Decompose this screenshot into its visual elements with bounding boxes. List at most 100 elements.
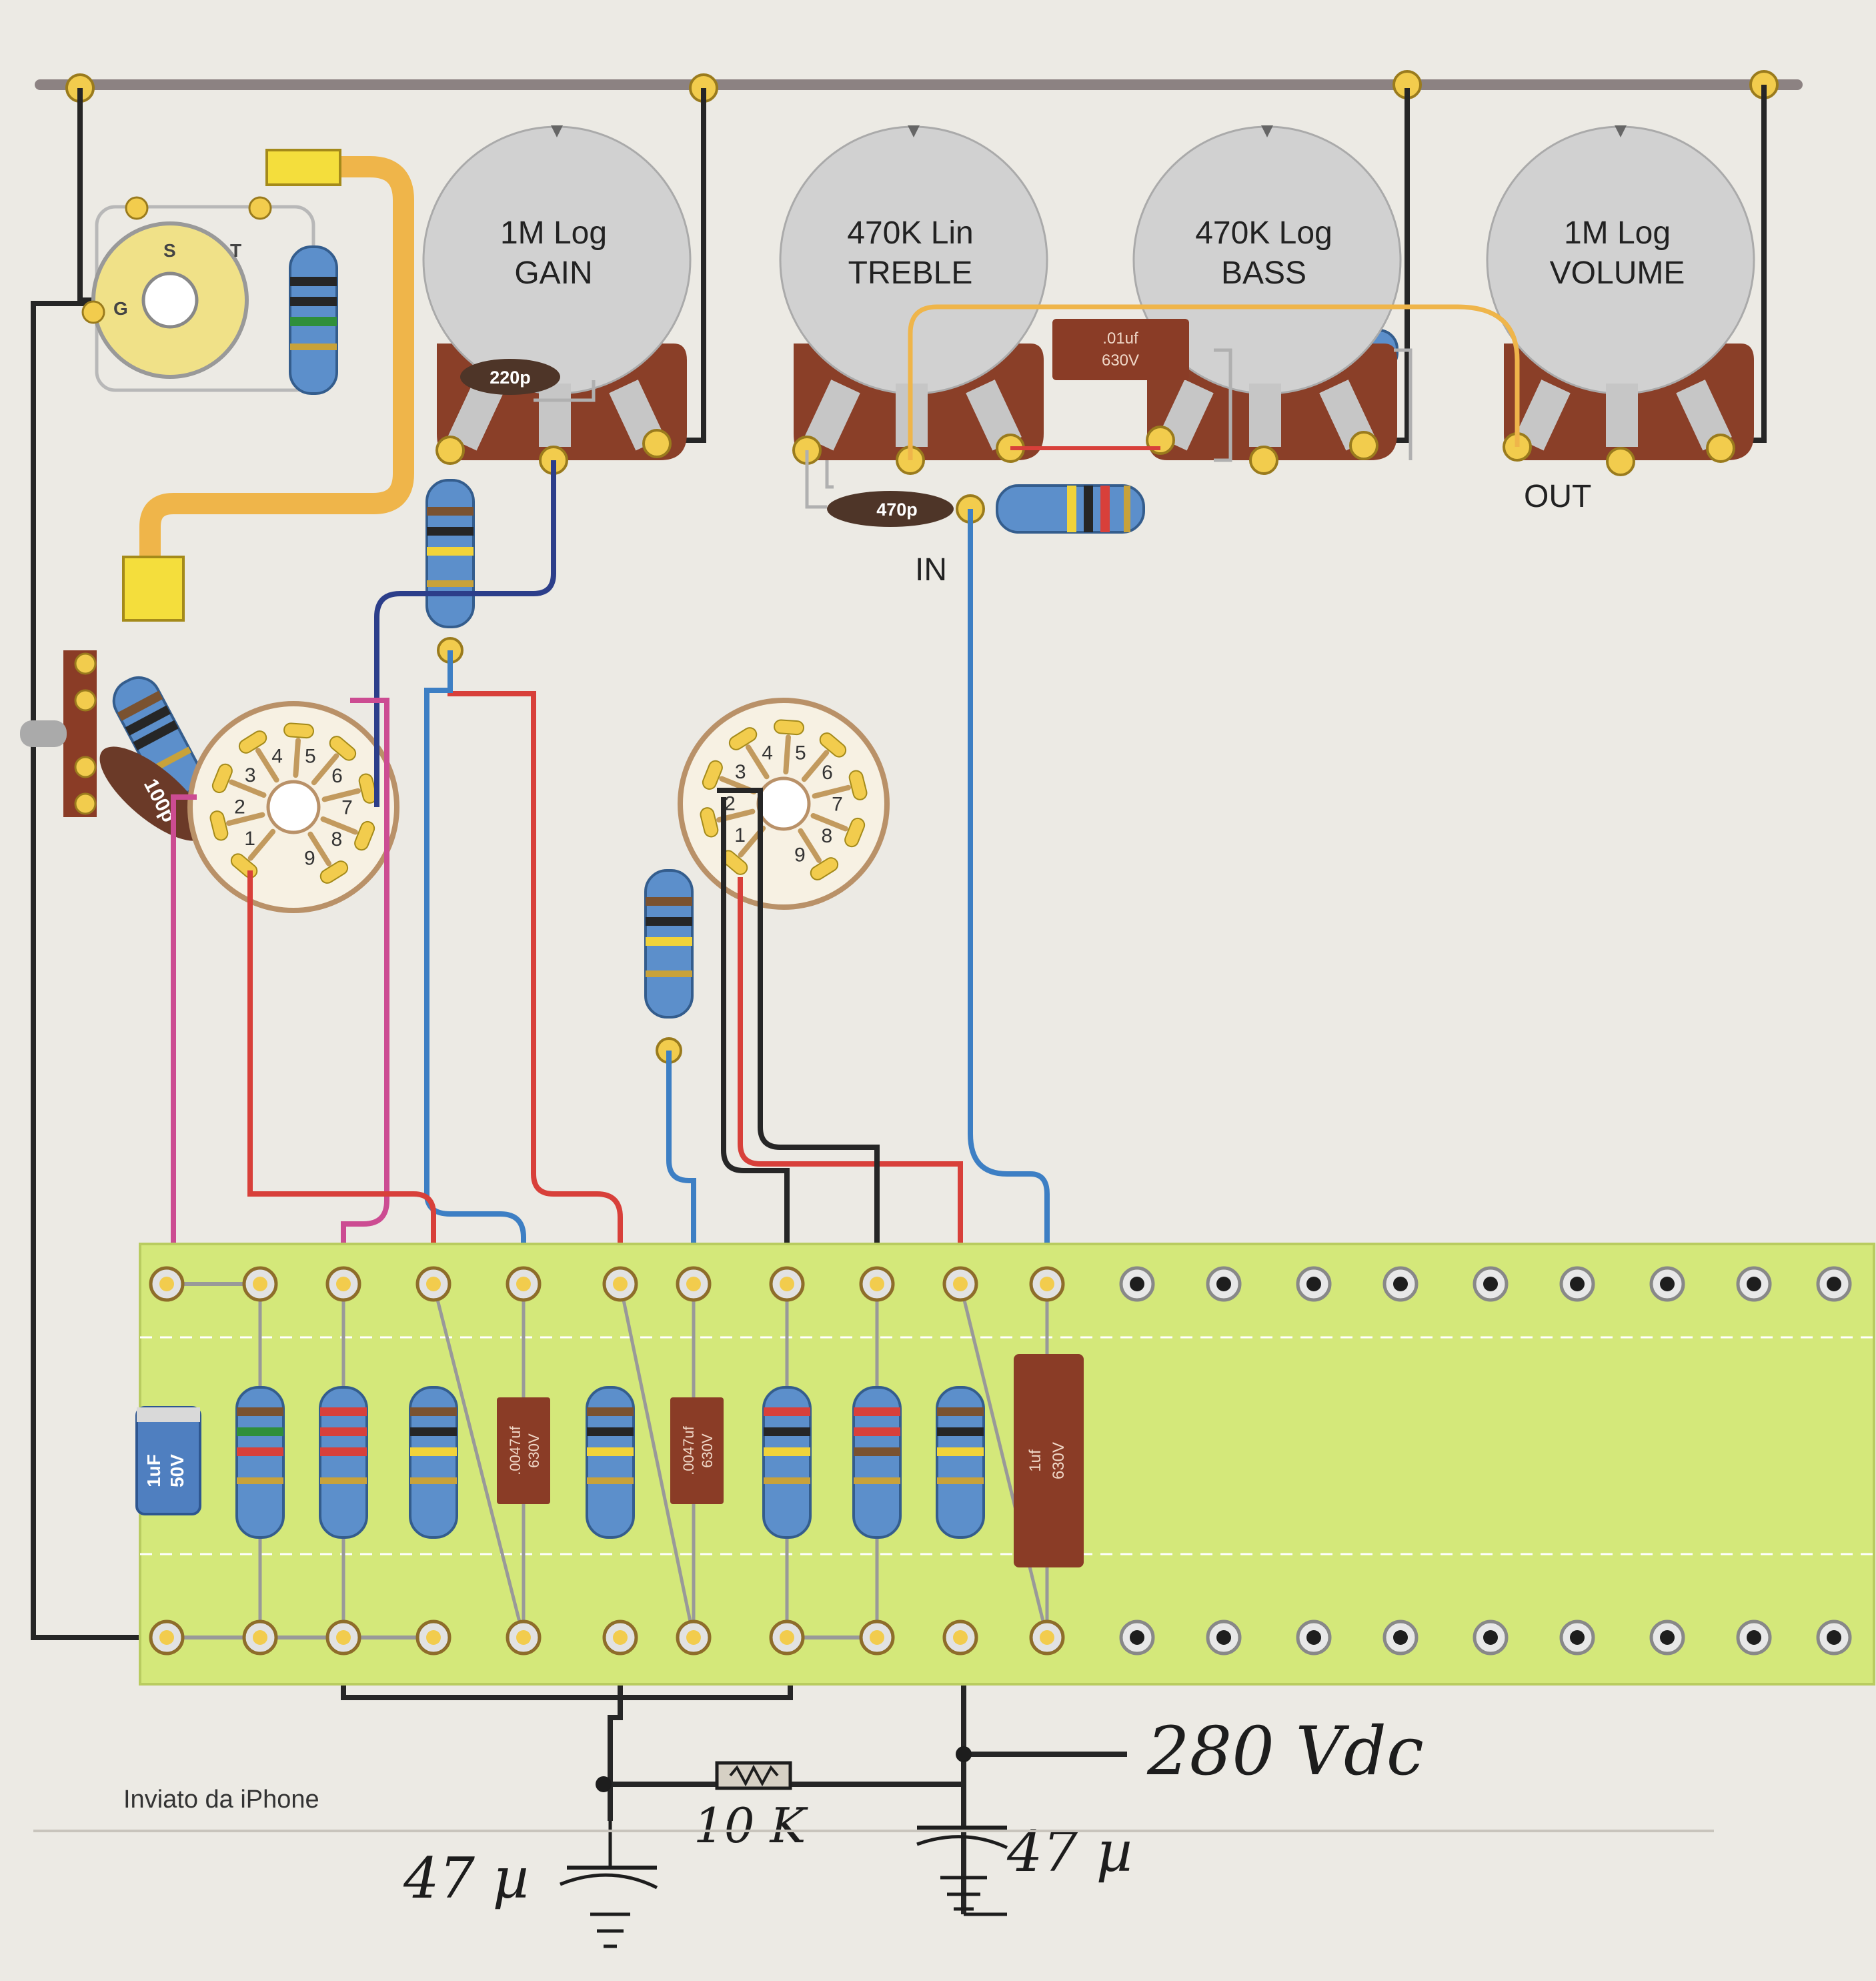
treble-cap-wire	[805, 450, 827, 509]
turret-core-bottom-2	[253, 1630, 267, 1645]
turret-core-bottom-3	[336, 1630, 351, 1645]
turret-core-top-4	[426, 1277, 441, 1291]
v2-pin-spoke-7	[812, 784, 852, 799]
tone-in-label: IN	[915, 552, 947, 588]
turret-core-top-3	[336, 1277, 351, 1291]
turret-board	[139, 1243, 1875, 1686]
electrolytic-cap-voltage: 50V	[167, 1454, 187, 1487]
board-resistor-7	[936, 1386, 985, 1539]
electrolytic-cap-value: 1uF	[143, 1454, 164, 1487]
turret-core-top-6	[613, 1277, 628, 1291]
v2-pin-spoke-6	[801, 750, 830, 782]
v1-pin-slot-9	[319, 860, 349, 884]
v2-pin-slot-5	[774, 719, 804, 736]
v2-pin-slot-9	[810, 857, 839, 880]
pot-treble-name: TREBLE	[848, 255, 973, 291]
v1-pin-slot-6	[329, 736, 357, 761]
handwritten-cap-right: 47 µ	[1006, 1819, 1132, 1884]
board-cap-2: .0047uf 630V	[670, 1397, 724, 1504]
v1-pin-spoke-9	[307, 831, 331, 866]
board-cap-3-value: 1uf	[1026, 1449, 1044, 1472]
turret-core-top-19	[1747, 1277, 1761, 1291]
turret-core-top-13	[1216, 1277, 1231, 1291]
v2-pin-label-7: 7	[832, 794, 843, 816]
turret-core-top-17	[1570, 1277, 1585, 1291]
v2-pin-spoke-4	[746, 744, 770, 780]
turret-core-bottom-5	[516, 1630, 531, 1645]
board-resistor-3	[409, 1386, 458, 1539]
turret-core-top-12	[1130, 1277, 1144, 1291]
turret-core-top-18	[1660, 1277, 1675, 1291]
jack-lug-t: T	[230, 240, 241, 261]
pot-gain-name: GAIN	[514, 255, 592, 291]
board-resistors	[235, 1386, 985, 1539]
v2-pin-spoke-5	[783, 734, 791, 775]
pot-bass-value: 470K Log	[1195, 215, 1332, 251]
board-turrets	[149, 1266, 1852, 1656]
v1-pin-label-4: 4	[271, 745, 283, 767]
tone-cap-voltage: 630V	[1102, 352, 1139, 370]
v2-pin-spoke-8	[810, 812, 848, 832]
turret-core-top-2	[253, 1277, 267, 1291]
v2-pin-label-3: 3	[735, 761, 746, 783]
pot-bass-name: BASS	[1221, 255, 1306, 291]
v2-pin-label-5: 5	[795, 742, 806, 764]
input-jack: S T G	[81, 196, 315, 392]
pot-treble: 470K Lin TREBLE	[779, 125, 1048, 460]
turret-core-top-7	[686, 1277, 701, 1291]
v1-pin-slot-3	[211, 763, 233, 794]
turret-core-top-10	[953, 1277, 968, 1291]
v2-pin-label-1: 1	[734, 824, 746, 846]
board-cap-3-voltage: 630V	[1050, 1442, 1068, 1479]
turret-core-bottom-9	[870, 1630, 884, 1645]
v1-pin-spoke-2	[225, 812, 265, 826]
v1-pin-spoke-6	[311, 753, 339, 786]
turret-core-bottom-19	[1747, 1630, 1761, 1645]
turret-core-bottom-20	[1827, 1630, 1841, 1645]
v1-pin-slot-5	[283, 722, 314, 739]
plate-resistor-v1a	[425, 479, 475, 628]
cap-470p-label: 470p	[876, 500, 918, 520]
board-resistor-1	[235, 1386, 285, 1539]
v1-pin-slot-4	[238, 730, 267, 754]
v2-pin-label-2: 2	[724, 792, 736, 814]
v1-pin-slot-8	[354, 820, 375, 851]
v2-pin-spoke-9	[798, 828, 822, 863]
turret-core-bottom-16	[1483, 1630, 1498, 1645]
turret-core-bottom-13	[1216, 1630, 1231, 1645]
volume-out-label: OUT	[1524, 479, 1591, 514]
v1-pin-label-6: 6	[331, 765, 343, 787]
turret-core-top-5	[516, 1277, 531, 1291]
v1-pin-label-3: 3	[245, 764, 256, 786]
cap-470p: 470p	[827, 491, 954, 527]
turret-core-top-15	[1393, 1277, 1408, 1291]
v2-pin-slot-4	[728, 727, 758, 750]
pot-volume-name: VOLUME	[1550, 255, 1685, 291]
v1-pin-spoke-8	[320, 816, 358, 835]
handwritten-supply: 280 Vdc 10 K 47 µ 47 µ	[403, 1712, 1424, 1948]
v1-pin-label-2: 2	[234, 796, 245, 818]
tone-slope-resistor	[996, 484, 1145, 534]
terminal-strip	[20, 650, 97, 817]
turret-core-bottom-6	[613, 1630, 628, 1645]
v1-pin-spoke-4	[255, 748, 279, 783]
v1-pin-label-7: 7	[341, 797, 353, 819]
turret-core-bottom-15	[1393, 1630, 1408, 1645]
jack-lug-g: G	[113, 298, 128, 319]
board-resistor-6	[852, 1386, 902, 1539]
turret-core-bottom-11	[1040, 1630, 1054, 1645]
board-cap-1-value: .0047uf	[507, 1425, 524, 1475]
board-cap-1: .0047uf 630V	[497, 1397, 550, 1504]
v1-pin-spoke-1	[247, 828, 276, 861]
turret-core-bottom-1	[159, 1630, 174, 1645]
tone-cap: .01uf 630V	[1052, 319, 1189, 380]
v2-pin-slot-3	[702, 760, 723, 790]
board-cap-1-voltage: 630V	[526, 1433, 542, 1468]
board-cap-2-value: .0047uf	[680, 1425, 697, 1475]
jack-resistor	[289, 245, 338, 395]
v1-pin-spoke-5	[293, 738, 301, 778]
cap-220p: 220p	[460, 359, 560, 395]
tone-yellow-wire	[908, 304, 1520, 460]
